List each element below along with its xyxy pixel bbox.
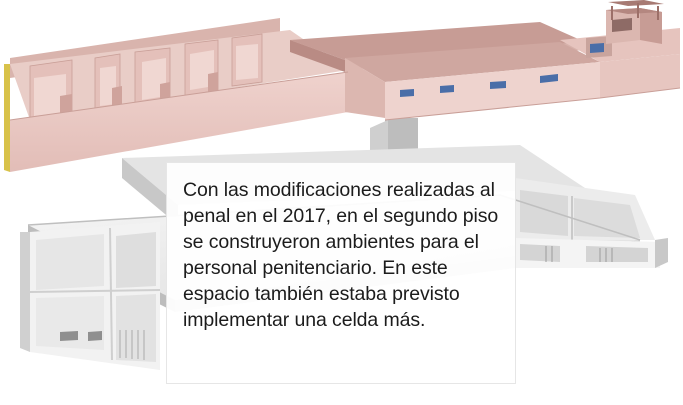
upper-floor-edge [4, 64, 10, 172]
upper-roof-right [345, 42, 600, 82]
window [400, 89, 414, 97]
window [490, 81, 506, 89]
upper-floor-slab [10, 30, 348, 120]
upper-front-wall [10, 72, 348, 172]
window [440, 85, 454, 93]
upper-roof-middle [290, 22, 585, 60]
connector-pillar [385, 118, 418, 152]
window [540, 74, 558, 83]
caption-box: Con las modificaciones realizadas al pen… [166, 162, 516, 384]
upper-floor [4, 0, 681, 172]
upper-windows [400, 74, 558, 97]
caption-text: Con las modificaciones realizadas al pen… [183, 179, 499, 331]
watchtower [606, 0, 664, 44]
